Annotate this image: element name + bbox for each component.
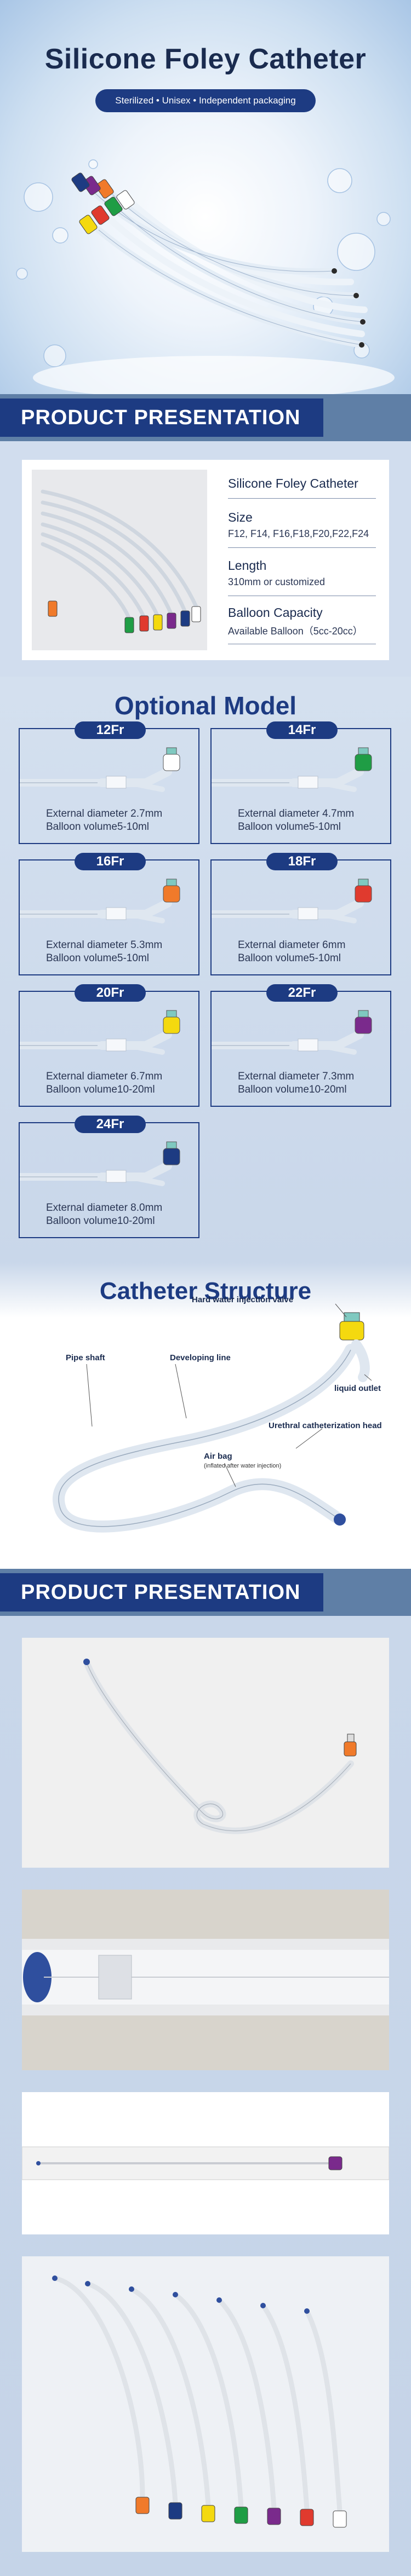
model-diameter: External diameter 4.7mm [238,808,355,819]
model-diameter: External diameter 6.7mm [46,1071,163,1082]
label-urethral-head: Urethral catheterization head [269,1421,382,1430]
section-heading: PRODUCT PRESENTATION [21,1581,301,1604]
section-banner-presentation-2: PRODUCT PRESENTATION [0,1569,411,1616]
model-diameter: External diameter 2.7mm [46,808,163,819]
label-air-bag-note: (inflated after water injection) [204,1463,282,1469]
model-balloon-volume: Balloon volume5-10ml [46,952,149,964]
spec-size: Size F12, F14, F16,F18,F20,F22,F24 [228,510,369,539]
optional-model-heading: Optional Model [114,691,297,720]
spec-divider [228,547,376,548]
spec-product-name: Silicone Foley Catheter [228,476,358,490]
model-size-badge: 14Fr [266,721,338,739]
banner-bar [0,398,323,437]
model-catheter-illustration [20,879,180,923]
section-heading: PRODUCT PRESENTATION [21,406,301,429]
product-card: Silicone Foley Catheter Size F12, F14, F… [22,460,389,660]
model-balloon-volume: Balloon volume10-20ml [46,1084,155,1095]
model-size-badge: 20Fr [75,984,146,1002]
model-size-badge: 12Fr [75,721,146,739]
product-gallery-section [0,1616,411,2576]
gallery-photo-packaged [22,2092,389,2234]
model-balloon-volume: Balloon volume5-10ml [238,821,341,833]
hero-catheters-illustration [16,159,395,394]
model-size-badge: 24Fr [75,1116,146,1133]
model-catheter-illustration [20,1141,180,1186]
gallery-photo-all-sizes [22,2256,389,2552]
model-catheter-illustration [212,879,372,923]
model-balloon-volume: Balloon volume5-10ml [46,821,149,833]
model-balloon-volume: Balloon volume10-20ml [46,1215,155,1227]
model-diameter: External diameter 7.3mm [238,1071,355,1082]
hero-tagline-badge: Sterilized • Unisex • Independent packag… [95,89,316,112]
model-diameter: External diameter 5.3mm [46,939,163,951]
banner-bar [0,1573,323,1612]
label-valve: Hard water injection valve [192,1295,294,1304]
model-size-badge: 22Fr [266,984,338,1002]
product-presentation-section: Silicone Foley Catheter Size F12, F14, F… [0,441,411,677]
model-balloon-volume: Balloon volume10-20ml [238,1084,347,1095]
spec-divider [228,498,376,499]
model-catheter-illustration [20,1010,180,1055]
gallery-photo-tip-closeup [22,1890,389,2070]
model-catheter-illustration [20,747,180,792]
catheter-structure-diagram [53,1303,372,1533]
structure-heading: Catheter Structure [99,1278,312,1304]
hero-section: Silicone Foley Catheter Sterilized • Uni… [0,0,411,394]
label-developing-line: Developing line [170,1353,231,1362]
model-balloon-volume: Balloon volume5-10ml [238,952,341,964]
model-size-badge: 16Fr [75,853,146,870]
label-pipe-shaft: Pipe shaft [66,1353,105,1362]
hero-title: Silicone Foley Catheter [44,43,367,75]
spec-length: Length 310mm or customized [228,558,326,587]
model-catheter-illustration [212,747,372,792]
label-air-bag: Air bag [204,1452,232,1461]
catheter-structure-section: Catheter Structure Hard water injection … [0,1262,411,1569]
spec-balloon-capacity: Balloon Capacity Available Balloon（5cc-2… [228,605,363,637]
label-liquid-outlet: liquid outlet [334,1384,381,1393]
model-diameter: External diameter 6mm [238,939,346,951]
model-catheter-illustration [212,1010,372,1055]
model-size-badge: 18Fr [266,853,338,870]
gallery-photo-coiled [22,1638,389,1868]
section-banner-presentation: PRODUCT PRESENTATION [0,394,411,441]
product-photo [32,470,207,650]
model-diameter: External diameter 8.0mm [46,1202,163,1214]
